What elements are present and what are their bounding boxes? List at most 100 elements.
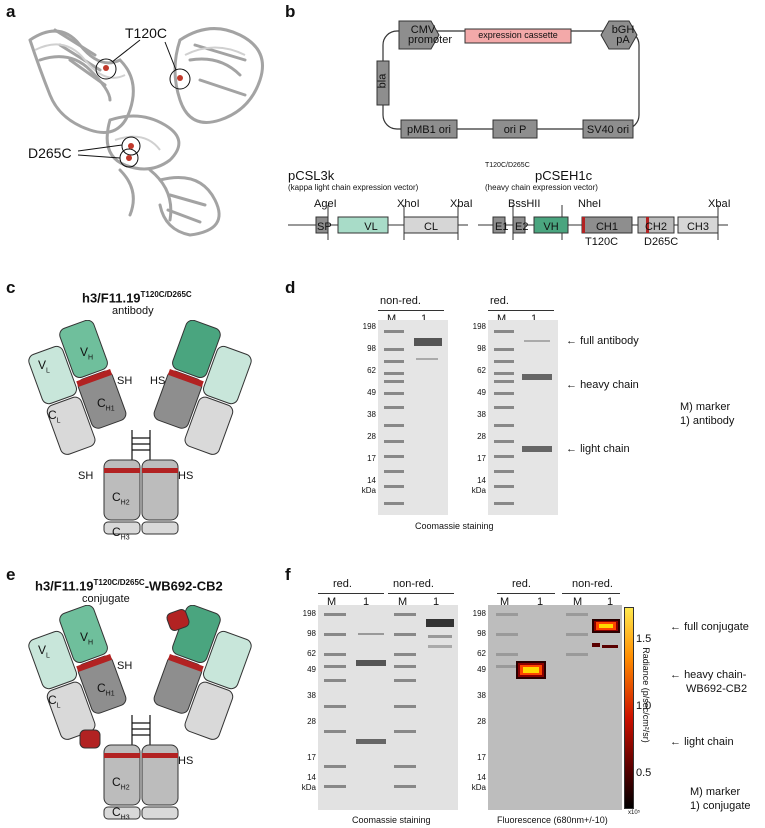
mutation-label-t120c: T120C [125, 25, 168, 41]
hs-label-bottom: HS [178, 470, 194, 482]
site-agei: AgeI [314, 198, 337, 210]
gel-d-caption: Coomassie staining [415, 521, 494, 531]
arrow-light-chain: ← light chain [566, 443, 630, 455]
gel-f1-image [318, 605, 458, 810]
box-e1: E1 [495, 221, 509, 233]
ch1-label: CH1 [97, 396, 115, 413]
gel-f1-marker-28: 28 [307, 717, 316, 726]
gel-d1-marker-49: 49 [367, 388, 376, 397]
conjugate-title: h3/F11.19T120C/D265C-WB692-CB2 [35, 578, 223, 594]
ch3-label: CH3 [112, 525, 130, 542]
gel-d2-marker-14: 14 [477, 476, 486, 485]
gel-d2-lane-1: 1 [531, 313, 538, 325]
cassette-label: expression cassette [478, 30, 558, 40]
arrow-full-conjugate: ← full conjugate [670, 621, 749, 633]
gel-f2-lane-1b: 1 [607, 596, 614, 608]
gel-d1-marker-62: 62 [367, 366, 376, 375]
gel-d2-marker-49: 49 [477, 388, 486, 397]
light-vector-map [288, 205, 468, 240]
gel-d1-header-rule [378, 310, 444, 311]
gel-d2-markers: 198 98 62 49 38 28 17 14 kDa [460, 322, 486, 496]
gel-d2-header-rule [488, 310, 554, 311]
box-vl: VL [364, 221, 378, 233]
gel-d1-markers: 198 98 62 49 38 28 17 14 kDa [350, 322, 376, 496]
gel-f-legend: M) marker 1) conjugate [690, 786, 751, 812]
gel-f2-header-nonred: non-red. [572, 578, 613, 590]
gel-f2-marker-198: 198 [472, 609, 486, 618]
gel-f2-image [488, 605, 622, 810]
gel-f2-marker-28: 28 [477, 717, 486, 726]
gel-d1-marker-17: 17 [367, 454, 376, 463]
panel-b-letter: b [285, 2, 296, 21]
gel-f2-lane-1a: 1 [537, 596, 544, 608]
gel-d1-lane-m: M [387, 313, 397, 325]
gel-d1-header: non-red. [380, 295, 421, 307]
gel-f1-lane-m2: M [398, 596, 408, 608]
box-vh: VH [543, 221, 559, 233]
sh-label-bottom: SH [78, 470, 94, 482]
gel-f1-caption: Coomassie staining [352, 815, 431, 825]
gel-d2-marker-198: 198 [472, 322, 486, 331]
colorbar-title: Radiance (p/sec/cm²/sr) [640, 647, 651, 743]
colorbar-tick-0-5: 0.5 [636, 767, 652, 779]
gel-f1-marker-98: 98 [307, 629, 316, 638]
panel-e-letter: e [6, 565, 16, 584]
mut-t120c-label: T120C [585, 236, 619, 248]
gel-d-legend: M) marker 1) antibody [680, 401, 735, 427]
e-vl-label: VL [38, 643, 50, 660]
ch2-label: CH2 [112, 490, 130, 507]
gel-f1-marker-49: 49 [307, 665, 316, 674]
gel-f2-unit: kDa [471, 783, 486, 792]
gel-d1-marker-38: 38 [367, 410, 376, 419]
light-vector-desc: (kappa light chain expression vector) [288, 183, 419, 192]
gel-d1-marker-28: 28 [367, 432, 376, 441]
site-nhei: NheI [578, 198, 602, 210]
vh-label: VH [80, 345, 94, 362]
gel-d2-marker-98: 98 [477, 344, 486, 353]
gel-f1-marker-38: 38 [307, 691, 316, 700]
hs-label-top: HS [150, 375, 166, 387]
box-sp: SP [317, 221, 332, 233]
gel-f2-caption: Fluorescence (680nm+/-10) [497, 815, 608, 825]
pmb1-label: pMB1 ori [406, 124, 452, 136]
gel-d1-lane-1: 1 [421, 313, 428, 325]
box-ch3: CH3 [686, 221, 709, 233]
gel-f1-marker-198: 198 [302, 609, 316, 618]
gel-f1-marker-17: 17 [307, 753, 316, 762]
antibody-title: h3/F11.19T120C/D265C [82, 290, 192, 306]
arrow-heavy-chain: ← heavy chain [566, 379, 639, 391]
protein-structure-figure [28, 27, 264, 237]
arrow-light-chain-conjugate: ← light chain [670, 736, 734, 748]
gel-f2-header-red: red. [512, 578, 531, 590]
gel-f2-marker-62: 62 [477, 649, 486, 658]
gel-d2-marker-38: 38 [477, 410, 486, 419]
heavy-vector-prefix: T120C/D265C [485, 162, 530, 169]
heavy-vector-map [478, 205, 728, 240]
heavy-vector-name: pCSEH1c [535, 168, 593, 183]
box-ch1: CH1 [595, 221, 618, 233]
gel-f1-lane-1b: 1 [433, 596, 440, 608]
gel-d1-marker-14: 14 [367, 476, 376, 485]
light-vector-name: pCSL3k [288, 168, 335, 183]
gel-d1-image [378, 320, 448, 515]
gel-d2-marker-28: 28 [477, 432, 486, 441]
antibody-subtitle: antibody [112, 305, 154, 317]
antibody-diagram [28, 320, 252, 535]
gel-f1-marker-62: 62 [307, 649, 316, 658]
gel-d2-lane-m: M [497, 313, 507, 325]
gel-f1-lane-1a: 1 [363, 596, 370, 608]
gel-f2-marker-98: 98 [477, 629, 486, 638]
e-sh-label: SH [117, 660, 133, 672]
e-ch1-label: CH1 [97, 681, 115, 698]
gel-f2-lane-m2: M [573, 596, 583, 608]
gel-f1-marker-14: 14 [307, 773, 316, 782]
sh-label-top: SH [117, 375, 133, 387]
conjugate-subtitle: conjugate [82, 593, 130, 605]
gel-f2-marker-14: 14 [477, 773, 486, 782]
gel-d1-marker-98: 98 [367, 344, 376, 353]
panel-f-letter: f [285, 565, 291, 584]
e-ch2-label: CH2 [112, 775, 130, 792]
vl-label: VL [38, 358, 50, 375]
colorbar-scale: x10⁵ [628, 810, 641, 816]
